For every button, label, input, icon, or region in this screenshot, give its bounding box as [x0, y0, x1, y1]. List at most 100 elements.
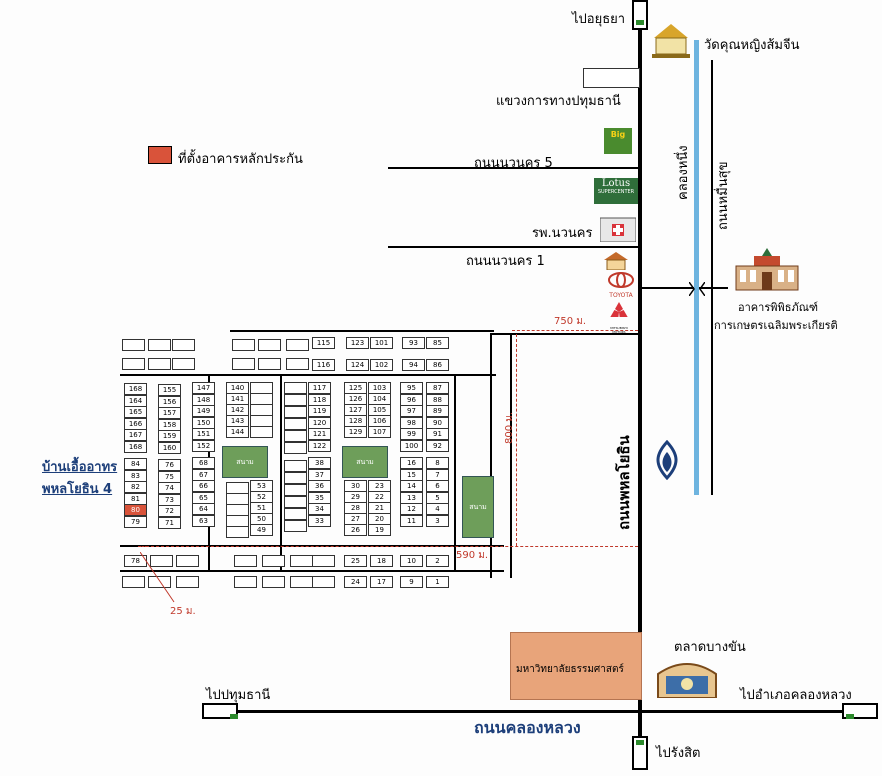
legend-swatch [148, 146, 172, 164]
toyota-icon: TOYOTA [606, 272, 636, 299]
lot: 122 [308, 439, 331, 452]
lot [284, 442, 307, 454]
lot: 86 [426, 359, 449, 371]
lot [284, 382, 307, 394]
lot: 149 [192, 405, 215, 417]
lot [284, 508, 307, 520]
lot: 91 [426, 428, 449, 440]
lot [176, 555, 199, 567]
lot: 125 [344, 382, 367, 394]
lot [284, 406, 307, 418]
park-1: สนาม [222, 446, 268, 478]
lot: 26 [344, 524, 367, 536]
market-icon [656, 658, 718, 699]
lot: 25 [344, 555, 367, 567]
temple-label: วัดคุณหญิงส้มจีน [704, 38, 800, 53]
lot: 89 [426, 405, 449, 417]
park-3: สนาม [462, 476, 494, 538]
lot: 147 [192, 382, 215, 394]
khlong-luang-road [208, 710, 848, 713]
big-c-text: Big [610, 130, 626, 139]
lot: 1 [426, 576, 449, 588]
museum-label-line2: การเกษตรเฉลิมพระเกียรติ [714, 319, 838, 332]
lot [284, 520, 307, 532]
university-block [510, 632, 642, 700]
lot: 160 [158, 441, 181, 454]
mitsubishi-icon: MITSUBISHI MOTORS [604, 302, 634, 334]
lot [290, 576, 313, 588]
park-2: สนาม [342, 446, 388, 478]
lot: 90 [426, 416, 449, 429]
village-street-v4 [490, 333, 492, 578]
lot: 16 [400, 457, 423, 469]
park-2-label: สนาม [356, 457, 374, 466]
phahonyothin-logo-icon [652, 439, 682, 481]
lot [150, 555, 173, 567]
mitsubishi-label: MITSUBISHI MOTORS [610, 326, 628, 334]
lot [284, 496, 307, 508]
navanakorn5-road [388, 167, 640, 169]
lot: 158 [158, 418, 181, 431]
lot: 101 [370, 337, 393, 349]
toyota-label: TOYOTA [609, 292, 633, 299]
lot: 99 [400, 428, 423, 440]
lotus-text: Lotus [601, 178, 631, 189]
lot: 168 [124, 383, 147, 395]
east-arrow-tip [846, 714, 854, 719]
lot [234, 576, 257, 588]
lot [284, 472, 307, 484]
khlong-nueng-canal [694, 40, 699, 495]
lot: 159 [158, 430, 181, 442]
west-arrow-tip [230, 714, 238, 719]
lot: 156 [158, 395, 181, 408]
lot: 76 [158, 459, 181, 471]
lot: 107 [368, 426, 391, 438]
lot: 87 [426, 382, 449, 394]
dim-25-line [138, 546, 148, 547]
lot: 74 [158, 482, 181, 494]
lot: 34 [308, 503, 331, 515]
lot: 95 [400, 382, 423, 394]
lot: 15 [400, 468, 423, 481]
south-direction-label: ไปรังสิต [656, 746, 701, 761]
lot: 164 [124, 394, 147, 407]
lot [148, 339, 171, 351]
canal-label: คลองหนึ่ง [676, 145, 691, 200]
legend-label: ที่ตั้งอาคารหลักประกัน [178, 152, 303, 167]
north-direction-label: ไปอยุธยา [572, 12, 626, 27]
lot: 84 [124, 458, 147, 470]
lot: 7 [426, 468, 449, 481]
lot [258, 339, 281, 351]
lot: 117 [308, 382, 331, 394]
village-street-v2 [280, 374, 282, 570]
lot: 14 [400, 480, 423, 492]
dim-750-line [512, 330, 638, 331]
lot: 155 [158, 384, 181, 396]
lot [312, 576, 335, 588]
lot: 93 [402, 337, 425, 349]
west-direction-label: ไปปทุมธานี [206, 688, 271, 703]
village-street-top [230, 330, 494, 332]
bridge-icon [688, 281, 706, 297]
lotus-logo: Lotus SUPERCENTER [594, 178, 638, 204]
lot: 4 [426, 503, 449, 515]
lot: 12 [400, 503, 423, 515]
lot: 6 [426, 480, 449, 492]
lot: 124 [346, 359, 369, 371]
lot: 5 [426, 491, 449, 504]
lot: 102 [370, 359, 393, 371]
museum-building-icon [732, 248, 802, 292]
lot: 71 [158, 516, 181, 529]
lot: 63 [192, 514, 215, 527]
lot: 37 [308, 468, 331, 481]
lot: 168 [124, 440, 147, 453]
highway-office-box [583, 68, 640, 88]
village-street-v5 [510, 333, 512, 578]
lot: 97 [400, 405, 423, 417]
canal-road-line [711, 60, 713, 495]
lot: 116 [312, 359, 335, 371]
dim-750-label: 750 ม. [554, 316, 587, 327]
lot [172, 358, 195, 370]
dim-25-pointer [139, 551, 180, 612]
lot: 79 [124, 515, 147, 528]
